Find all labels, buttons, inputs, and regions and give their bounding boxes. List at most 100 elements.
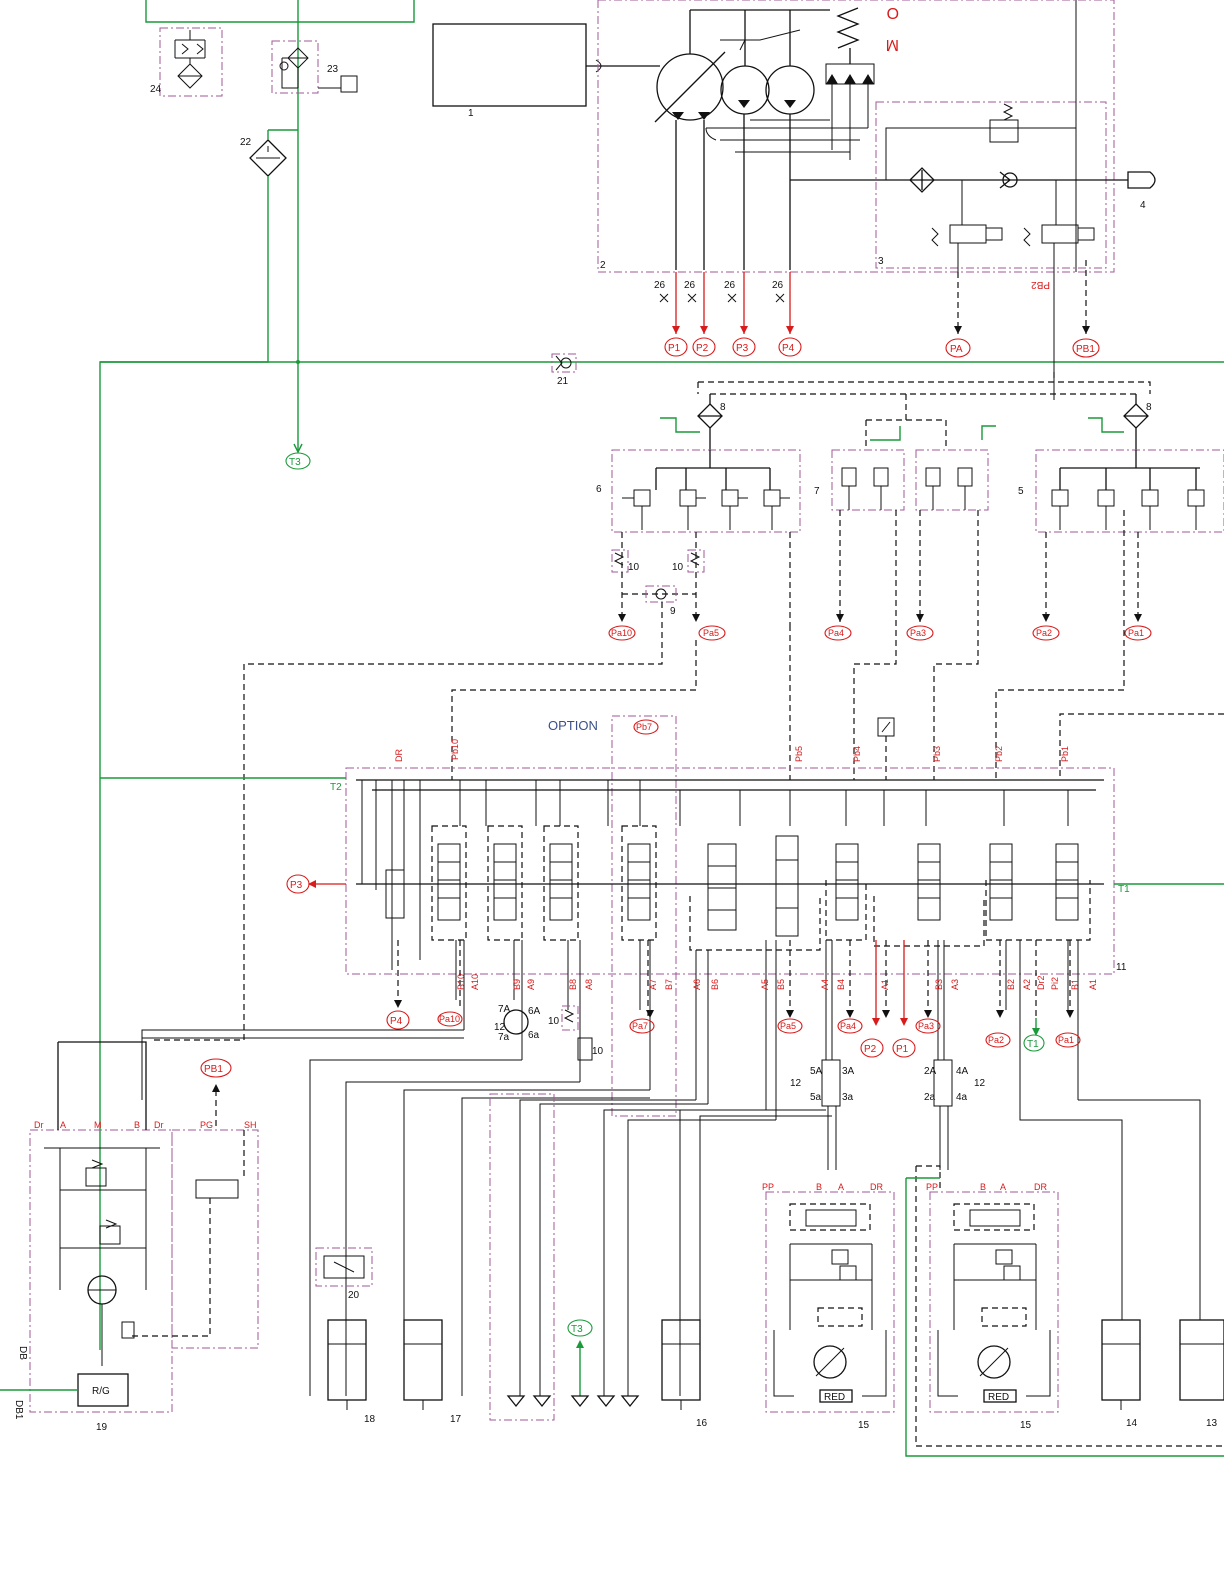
swing-db1: DB1 [13, 1400, 24, 1420]
tank-label-t3-top: T3 [289, 457, 301, 468]
top-label-pb2: Pb2 [994, 746, 1004, 762]
cylinders: 18 17 16 14 13 [327, 1060, 1224, 1429]
valve-out-p4: P4 [390, 1016, 403, 1027]
component-20-valve: 20 [315, 1247, 373, 1301]
top-label-pb5: Pb5 [794, 746, 804, 762]
joint-labels: 5A 5a 3A 3a 2A 2a 4A 4a 6A 6a 7A 7a [498, 1004, 969, 1103]
label-15a: 15 [858, 1420, 870, 1431]
label-14: 14 [1126, 1418, 1138, 1429]
swing-port-m: M [94, 1120, 102, 1130]
travel-left-red: RED [824, 1392, 845, 1403]
bottom-label-dr2: Dr2 [1036, 975, 1046, 990]
tank-label-t3-bottom: T3 [571, 1324, 583, 1335]
label-16: 16 [696, 1418, 708, 1429]
travel-right-b: B [980, 1182, 986, 1192]
label-26b: 26 [684, 280, 696, 291]
label-17: 17 [450, 1414, 462, 1425]
top-label-pb10: Pb10 [450, 739, 460, 760]
port-pa3: Pa3 [910, 628, 926, 638]
travel-left-b: B [816, 1182, 822, 1192]
tank-label-t1-port: T1 [1027, 1039, 1039, 1050]
label-10c: 10 [548, 1016, 560, 1027]
port-pa4b: Pa4 [840, 1021, 856, 1031]
joint-c-6a-lower: 6a [528, 1030, 540, 1041]
joint-b-4a: 4A [956, 1066, 969, 1077]
label-9: 9 [670, 606, 676, 617]
travel-left-dr: DR [870, 1182, 883, 1192]
component-6-pilot-valve: 6 [596, 449, 801, 533]
label-4: 4 [1140, 200, 1146, 211]
port-pa2b: Pa2 [988, 1035, 1004, 1045]
port-pa3b: Pa3 [918, 1021, 934, 1031]
label-26a: 26 [654, 280, 666, 291]
swing-db: DB [17, 1346, 28, 1360]
pilot-runs [150, 510, 1224, 1041]
port-pb1: PB1 [1076, 344, 1095, 355]
bottom-label-b1: B1 [1070, 979, 1080, 990]
swing-port-dr-left: Dr [34, 1120, 44, 1130]
label-5: 5 [1018, 486, 1024, 497]
label-2: 2 [600, 260, 606, 271]
bottom-label-b2: B2 [1006, 979, 1016, 990]
bottom-label-a1: A1 [1088, 979, 1098, 990]
joint-b-2a: 2A [924, 1066, 937, 1077]
port-p1: P1 [668, 343, 681, 354]
tank-label-t1: T1 [1118, 884, 1130, 895]
bottom-label-a6: A6 [692, 979, 702, 990]
label-12a: 12 [790, 1078, 802, 1089]
component-11-main-valve: 11 OPTION Pb7 T2 T1 P3 DR Pb10 Pb5 Pb4 P… [100, 715, 1224, 1120]
label-1: 1 [468, 108, 474, 119]
label-7: 7 [814, 486, 820, 497]
travel-right-a: A [1000, 1182, 1006, 1192]
motor-label-m: M [886, 36, 899, 53]
bottom-label-b10: B10 [456, 974, 466, 990]
port-pa1b: Pa1 [1058, 1035, 1074, 1045]
swing-port-a: A [60, 1120, 66, 1130]
bottom-label-a1-mid: A1 [880, 979, 890, 990]
component-21-check: 21 [551, 353, 577, 387]
tank-label-t2: T2 [330, 782, 342, 793]
swing-port-sh: SH [244, 1120, 257, 1130]
bottom-label-a2: A2 [1022, 979, 1032, 990]
label-21: 21 [557, 376, 569, 387]
bottom-label-b6: B6 [710, 979, 720, 990]
travel-right-dr: DR [1034, 1182, 1047, 1192]
label-8b: 8 [1146, 402, 1152, 413]
label-22: 22 [240, 137, 252, 148]
valve-out-p3: P3 [290, 880, 303, 891]
swing-rg: R/G [92, 1386, 110, 1397]
port-p4: P4 [782, 343, 795, 354]
port-p3: P3 [736, 343, 749, 354]
bottom-label-b4: B4 [836, 979, 846, 990]
joint-c-6a: 6A [528, 1006, 541, 1017]
label-18: 18 [364, 1414, 376, 1425]
bottom-label-a9: A9 [526, 979, 536, 990]
motor-label-o: O [887, 4, 899, 21]
port-p2: P2 [696, 343, 709, 354]
port-pa1: Pa1 [1128, 628, 1144, 638]
label-23: 23 [327, 64, 339, 75]
bottom-label-pi2: Pi2 [1050, 977, 1060, 990]
label-12b: 12 [974, 1078, 986, 1089]
bottom-label-b8: B8 [568, 979, 578, 990]
component-3-pilot-supply: 3 4 PB2 [790, 0, 1156, 400]
top-label-pb1: Pb1 [1060, 746, 1070, 762]
component-22-cooler: 22 [99, 129, 298, 1350]
bottom-label-a3: A3 [950, 979, 960, 990]
return-line: T3 [100, 130, 1224, 470]
port-label-pb2: PB2 [1031, 279, 1050, 290]
valve-out-p2: P2 [864, 1044, 877, 1055]
port-pb7: Pb7 [636, 722, 652, 732]
joint-b-4a-lower: 4a [956, 1092, 968, 1103]
swing-port-dr-right: Dr [154, 1120, 164, 1130]
pump-outlet-ports: 26 26 26 26 P1 P2 P3 P4 PA PB1 [654, 260, 1100, 358]
port-pa5b: Pa5 [780, 1021, 796, 1031]
bottom-label-b3: B3 [934, 979, 944, 990]
label-15b: 15 [1020, 1420, 1032, 1431]
bottom-label-b7: B7 [664, 979, 674, 990]
component-15-travel-right: 15 PP B A DR RED [905, 1165, 1224, 1457]
component-7-pilot-valve: 7 [814, 419, 989, 511]
joint-a-5a: 5A [810, 1066, 823, 1077]
port-pa7: Pa7 [632, 1021, 648, 1031]
